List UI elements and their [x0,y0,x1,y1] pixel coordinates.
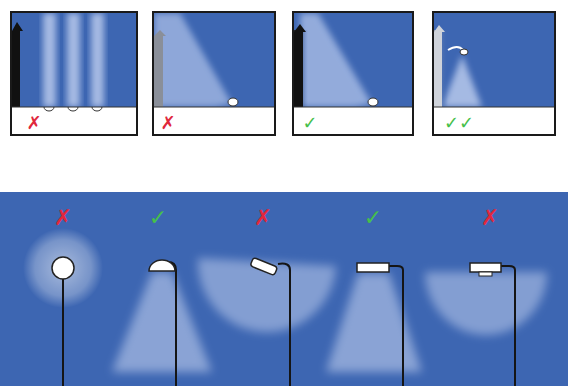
panel-uplight-beams [11,12,137,135]
verdict-mark: ✗ [254,207,272,229]
verdict-mark: ✗ [481,207,499,229]
verdict-mark: ✓ [302,114,317,132]
verdict-mark: ✓ [149,207,167,229]
flat-streetlight [326,263,422,386]
drop-lens-streetlight [425,263,547,386]
panel-aimed-floodlight [293,12,413,135]
panel-wide-floodlight [153,12,275,135]
dome-streetlight [112,260,212,386]
panel-wall-downlight [433,12,555,135]
street-band [0,192,568,386]
verdict-mark: ✓ [364,207,382,229]
verdict-mark: ✗ [54,207,72,229]
verdict-mark: ✗ [26,114,41,132]
verdict-mark: ✓✓ [444,114,474,132]
verdict-mark: ✗ [160,114,175,132]
tilted-streetlight [198,257,336,386]
globe-streetlight [23,228,103,386]
